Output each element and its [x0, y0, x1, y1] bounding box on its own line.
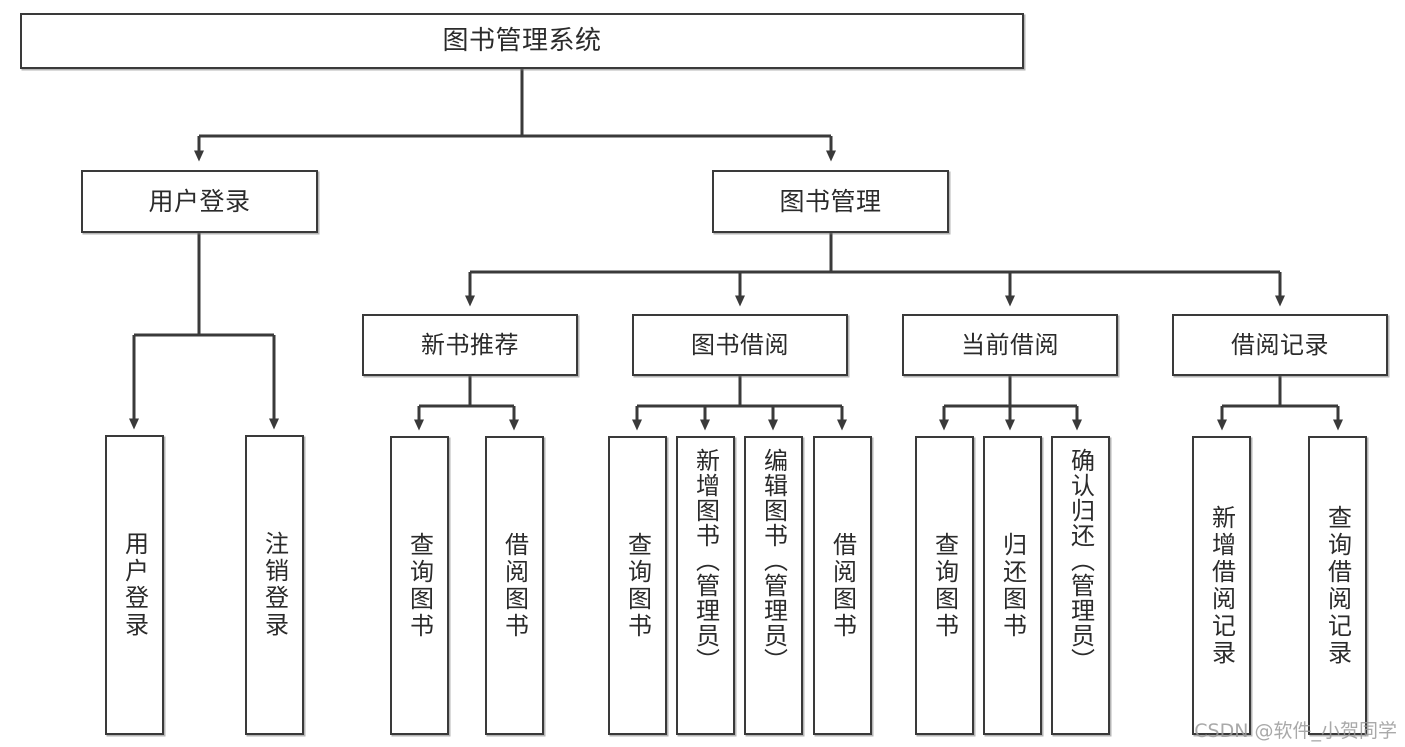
node-label: 新增借阅记录	[1207, 504, 1236, 667]
node-label: 借阅记录	[1231, 330, 1329, 359]
node-label: 图书管理	[779, 186, 882, 216]
node-label: 查询图书	[623, 531, 652, 640]
node-label: 查询借阅记录	[1323, 504, 1352, 667]
leaf-borrow-books[interactable]: 借阅图书	[813, 436, 872, 735]
node-borrowing-record[interactable]: 借阅记录	[1172, 314, 1388, 376]
node-label: 借阅图书	[500, 531, 529, 640]
node-new-book-recommend[interactable]: 新书推荐	[362, 314, 578, 376]
node-book-borrowing[interactable]: 图书借阅	[632, 314, 848, 376]
leaf-query-borrow-record[interactable]: 查询借阅记录	[1308, 436, 1367, 735]
node-label: 用户登录	[120, 531, 149, 639]
node-label: 图书管理系统	[442, 25, 602, 56]
node-label: 用户登录	[148, 186, 251, 216]
node-label: 借阅图书	[828, 531, 857, 640]
leaf-query-books-current[interactable]: 查询图书	[915, 436, 974, 735]
leaf-add-book-admin[interactable]: 新增图书（管理员）	[676, 436, 735, 735]
node-label: 确认归还（管理员）	[1066, 448, 1095, 673]
node-label: 查询图书	[405, 531, 434, 640]
leaf-return-books[interactable]: 归还图书	[983, 436, 1042, 735]
node-root-book-management-system[interactable]: 图书管理系统	[20, 13, 1024, 69]
node-label: 新增图书（管理员）	[691, 448, 720, 673]
csdn-watermark: CSDN @软件_小贺同学	[1194, 720, 1397, 742]
leaf-edit-book-admin[interactable]: 编辑图书（管理员）	[744, 436, 803, 735]
node-label: 图书借阅	[691, 330, 789, 359]
node-label: 归还图书	[998, 531, 1027, 640]
node-book-management[interactable]: 图书管理	[712, 170, 949, 233]
node-label: 新书推荐	[421, 330, 519, 359]
node-user-login[interactable]: 用户登录	[81, 170, 318, 233]
node-current-borrowing[interactable]: 当前借阅	[902, 314, 1118, 376]
node-label: 当前借阅	[961, 330, 1059, 359]
leaf-confirm-return-admin[interactable]: 确认归还（管理员）	[1051, 436, 1110, 735]
leaf-add-borrow-record[interactable]: 新增借阅记录	[1192, 436, 1251, 735]
node-label: 注销登录	[260, 531, 289, 639]
leaf-query-books-new-book[interactable]: 查询图书	[390, 436, 449, 735]
leaf-user-login[interactable]: 用户登录	[105, 435, 164, 735]
node-label: 编辑图书（管理员）	[759, 448, 788, 673]
node-label: 查询图书	[930, 531, 959, 640]
leaf-query-books-borrow[interactable]: 查询图书	[608, 436, 667, 735]
leaf-borrow-books-new-book[interactable]: 借阅图书	[485, 436, 544, 735]
leaf-logout[interactable]: 注销登录	[245, 435, 304, 735]
